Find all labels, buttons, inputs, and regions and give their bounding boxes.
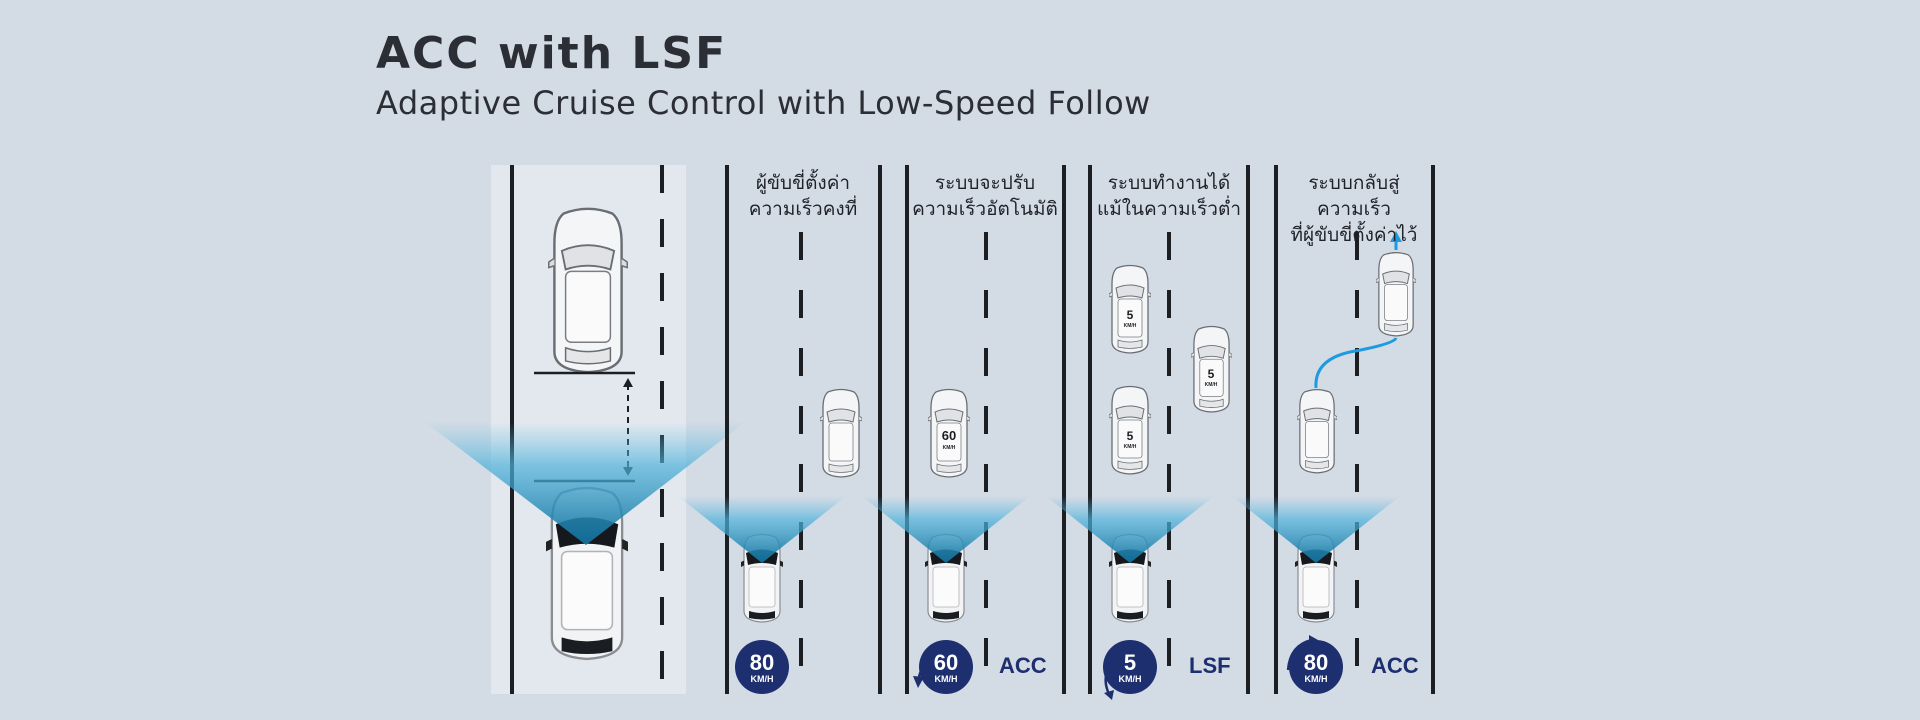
- slow-car-unit: KM/H: [1124, 444, 1137, 450]
- caption-line: ผู้ขับขี่ตั้งค่า: [755, 173, 851, 194]
- slow-car-unit: KM/H: [1124, 323, 1137, 329]
- speed-badge: [735, 640, 789, 694]
- page-title: ACC with LSF: [376, 28, 728, 79]
- caption-line: ความเร็วอัตโนมัติ: [912, 199, 1058, 220]
- speed-value: 60: [934, 650, 958, 675]
- caption-line: ที่ผู้ขับขี่ตั้งค่าไว้: [1290, 225, 1418, 246]
- slow-car-speed: 5: [1127, 308, 1134, 322]
- mode-label-acc: ACC: [999, 653, 1047, 678]
- caption-line: ระบบทำงานได้: [1107, 173, 1231, 194]
- lead-car-speed: 60: [942, 428, 956, 443]
- radar-cone: [1232, 496, 1400, 563]
- lead-car-step1: [820, 388, 862, 478]
- speed-unit: KM/H: [751, 674, 774, 684]
- decelerate-arrowhead: [913, 676, 924, 688]
- slow-car-speed: 5: [1127, 429, 1134, 443]
- step3-caption: ระบบทำงานได้แม้ในความเร็วต่ำ: [1089, 171, 1249, 223]
- speed-unit: KM/H: [1305, 674, 1328, 684]
- radar-cone: [1046, 496, 1214, 563]
- lane-change-path: [1314, 337, 1398, 389]
- speed-value: 5: [1124, 650, 1136, 675]
- speed-unit: KM/H: [935, 674, 958, 684]
- slow-car-speed: 5: [1208, 367, 1215, 381]
- mode-label-acc: ACC: [1371, 653, 1419, 678]
- speed-value: 80: [1304, 650, 1328, 675]
- radar-cone: [862, 496, 1030, 563]
- low-speed-arc-icon: [1104, 645, 1128, 697]
- speed-unit: KM/H: [1119, 674, 1142, 684]
- step4-caption: ระบบกลับสู่ความเร็วที่ผู้ขับขี่ตั้งค่าไว…: [1274, 171, 1434, 249]
- caption-line: ความเร็วคงที่: [748, 199, 858, 220]
- page-subtitle: Adaptive Cruise Control with Low-Speed F…: [376, 84, 1151, 122]
- lead-car: [548, 207, 628, 374]
- lead-car-unit: KM/H: [943, 445, 956, 451]
- departed-car: [1376, 251, 1416, 337]
- caption-line: แม้ในความเร็วต่ำ: [1097, 199, 1241, 220]
- mode-label-lsf: LSF: [1189, 653, 1231, 678]
- accelerate-arrowhead: [1309, 635, 1318, 645]
- speed-badge: [1103, 640, 1157, 694]
- speed-badge: [1289, 640, 1343, 694]
- step1-caption: ผู้ขับขี่ตั้งค่าความเร็วคงที่: [723, 171, 883, 223]
- slow-car-unit: KM/H: [1205, 382, 1218, 388]
- step2-caption: ระบบจะปรับความเร็วอัตโนมัติ: [905, 171, 1065, 223]
- caption-line: ระบบจะปรับ: [934, 173, 1036, 194]
- radar-cone: [425, 422, 745, 545]
- speed-value: 80: [750, 650, 774, 675]
- radar-cone: [678, 496, 846, 563]
- decelerate-arc-icon: [916, 641, 954, 681]
- road-lines: [725, 165, 1435, 694]
- departure-arrowhead: [1390, 231, 1402, 242]
- lane-change-car: [1297, 388, 1337, 474]
- accelerate-arc-icon: [1286, 638, 1313, 671]
- caption-line: ระบบกลับสู่ความเร็ว: [1308, 173, 1400, 220]
- low-speed-arrowheads: [1104, 642, 1131, 700]
